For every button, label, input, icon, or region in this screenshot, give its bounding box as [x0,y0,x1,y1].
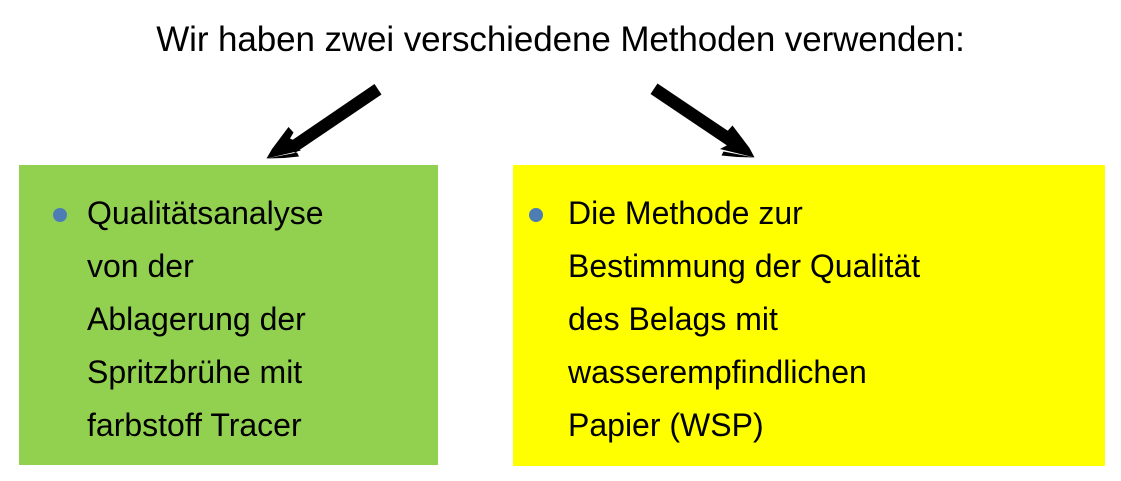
page-title: Wir haben zwei verschiedene Methoden ver… [156,20,965,59]
method-box-green[interactable]: Qualitätsanalyse von der Ablagerung der … [19,165,438,465]
method-box-yellow[interactable]: Die Methode zur Bestimmung der Qualität … [513,165,1105,466]
bullet-dot-icon [53,208,67,222]
method-green-line-3: Ablagerung der [87,301,306,337]
method-yellow-line-1: Die Methode zur [568,195,803,231]
bullet-list-yellow: Die Methode zur Bestimmung der Qualität … [521,187,1097,452]
method-yellow-line-5: Papier (WSP) [568,407,764,443]
method-green-line-4: Spritzbrühe mit [87,354,303,390]
method-green-line-2: von der [87,248,194,284]
arrow-to-yellow-box [650,83,755,158]
arrow-to-green-box [266,84,382,159]
method-yellow-line-3: des Belags mit [568,301,778,337]
bullet-list-green: Qualitätsanalyse von der Ablagerung der … [53,187,430,452]
method-yellow-line-2: Bestimmung der Qualität [568,248,921,284]
method-yellow-line-4: wasserempfindlichen [568,354,867,390]
method-green-line-5: farbstoff Tracer [87,407,302,443]
bullet-dot-icon [529,208,543,222]
method-green-line-1: Qualitätsanalyse [87,195,324,231]
